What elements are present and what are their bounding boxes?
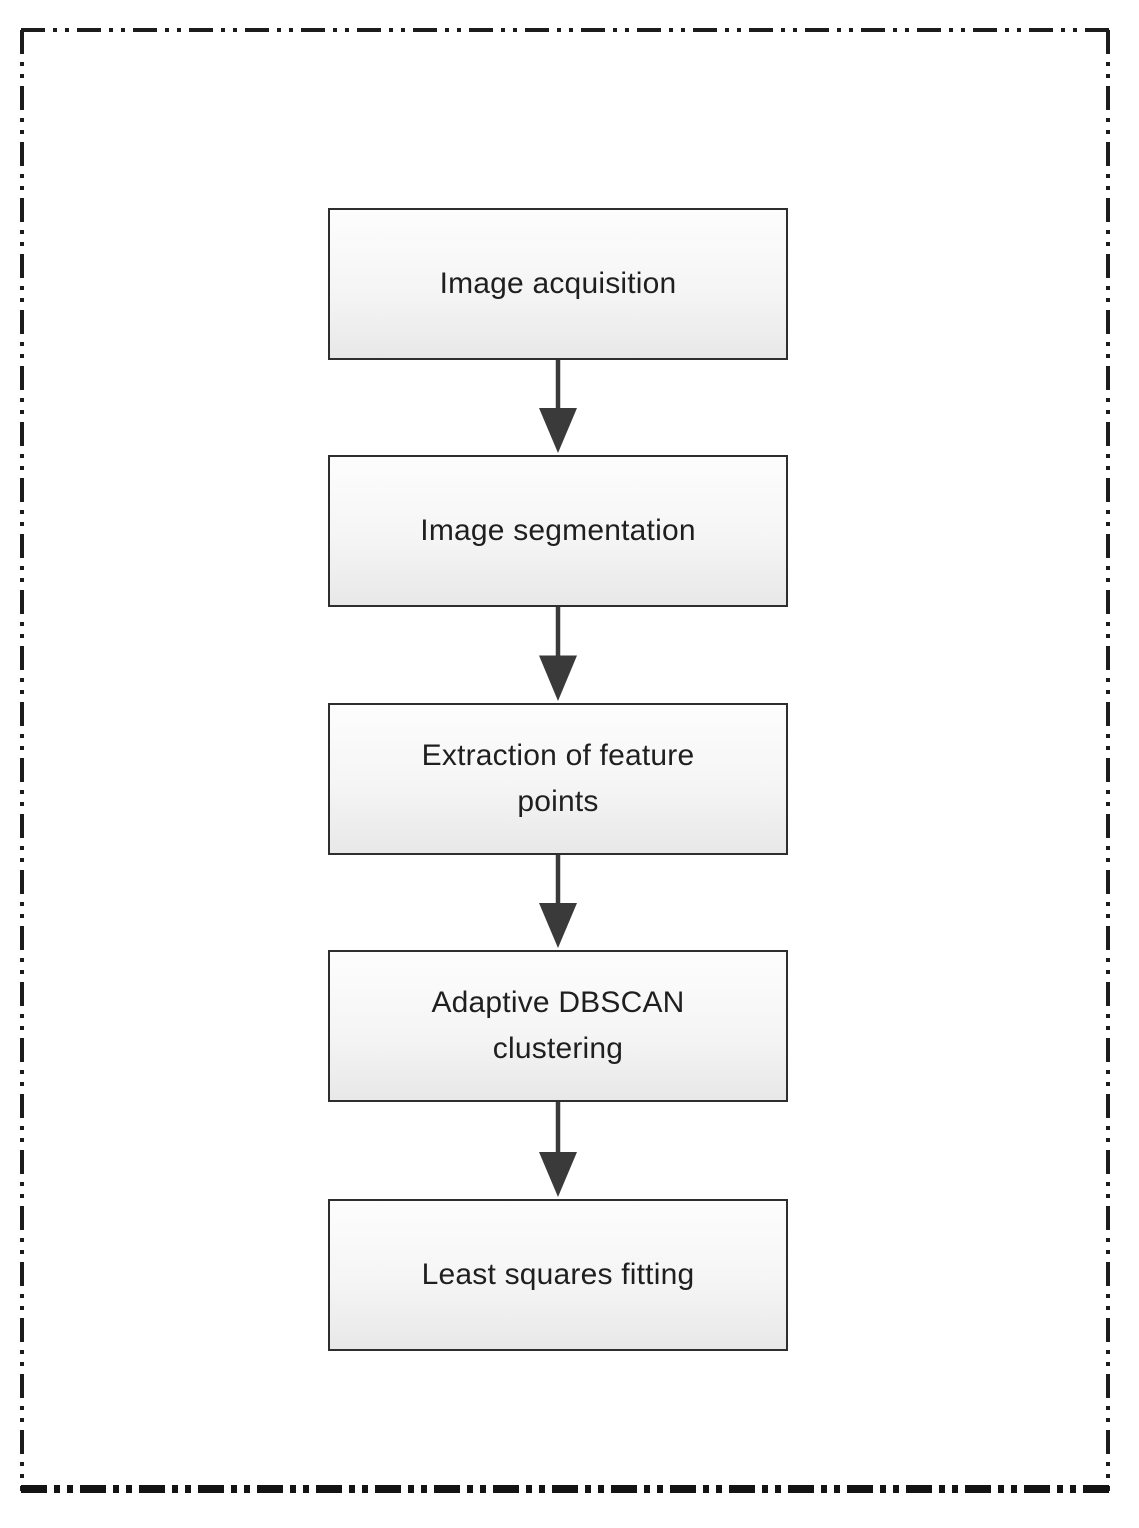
flow-step-least-squares-fitting: Least squares fitting	[328, 1199, 788, 1351]
arrow-down-icon	[534, 607, 582, 703]
arrow-down-icon	[534, 855, 582, 950]
flow-step-label: Adaptive DBSCAN clustering	[431, 985, 685, 1066]
arrow-down-icon	[534, 1102, 582, 1199]
flow-step-label: Image acquisition	[439, 266, 677, 300]
flow-step-label: Image segmentation	[420, 513, 696, 547]
flow-step-label: Extraction of feature points	[421, 738, 695, 819]
flow-step-image-acquisition: Image acquisition	[328, 208, 788, 360]
flow-step-image-segmentation: Image segmentation	[328, 455, 788, 607]
flow-step-adaptive-dbscan-clustering: Adaptive DBSCAN clustering	[328, 950, 788, 1102]
flow-step-extraction-of-feature-points: Extraction of feature points	[328, 703, 788, 855]
arrow-down-icon	[534, 360, 582, 455]
flow-step-label: Least squares fitting	[421, 1257, 695, 1291]
